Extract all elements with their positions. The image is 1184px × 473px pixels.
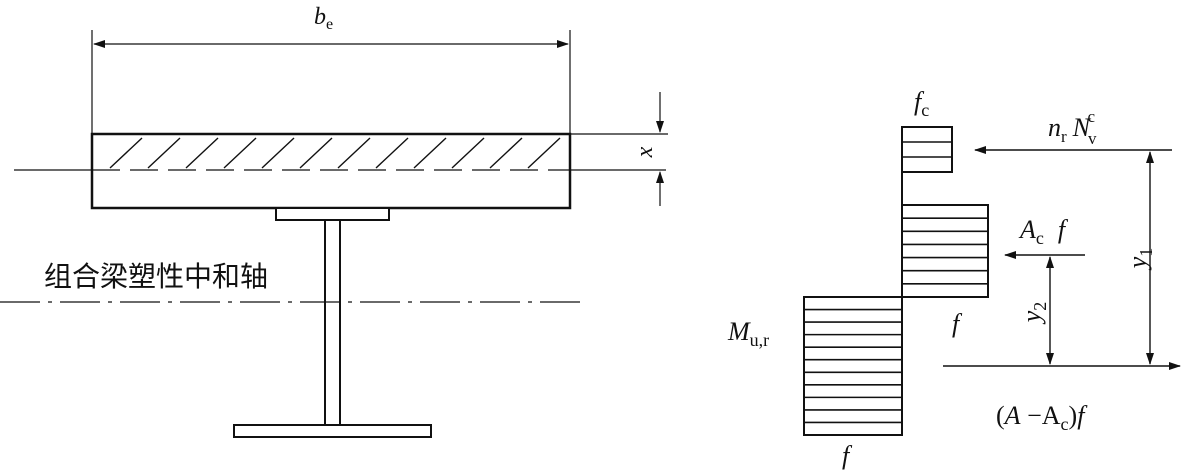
steel-top-flange [275, 207, 390, 221]
concrete-slab [90, 132, 572, 210]
steel-tension-block [803, 296, 903, 436]
slab-compression-hatch [109, 137, 561, 169]
hatch-stroke [299, 137, 333, 169]
hatch-stroke [147, 137, 181, 169]
steel-compression-block [901, 204, 989, 298]
f-bottom-label: f [842, 441, 853, 470]
hatch-stroke [261, 137, 295, 169]
steel-compression-hatch [902, 217, 988, 285]
cross-section: be x 组合梁塑性中和轴 [0, 4, 668, 438]
slab-stress-block [901, 126, 953, 173]
be-label: be [314, 4, 333, 33]
x-label: x [632, 146, 658, 158]
f-mid-label: f [952, 309, 963, 338]
y2-label: y2 [1017, 302, 1050, 326]
mu-label: Mu,r [727, 317, 769, 350]
hatch-stroke [451, 137, 485, 169]
hatch-stroke [413, 137, 447, 169]
steel-bottom-flange [233, 424, 432, 438]
hatch-stroke [375, 137, 409, 169]
y1-label: y1 [1123, 248, 1156, 272]
hatch-stroke [337, 137, 371, 169]
steel-tension-hatch [804, 308, 902, 424]
hatch-stroke [109, 137, 143, 169]
tension-force-label: (A −Ac)f [996, 401, 1088, 434]
hatch-stroke [527, 137, 561, 169]
neutral-axis-label: 组合梁塑性中和轴 [44, 260, 268, 293]
hatch-stroke [223, 137, 257, 169]
steel-web [324, 219, 341, 426]
hatch-stroke [185, 137, 219, 169]
hatch-stroke [489, 137, 523, 169]
slab-stress-hatch [902, 141, 952, 158]
fc-label: fc [914, 87, 929, 120]
